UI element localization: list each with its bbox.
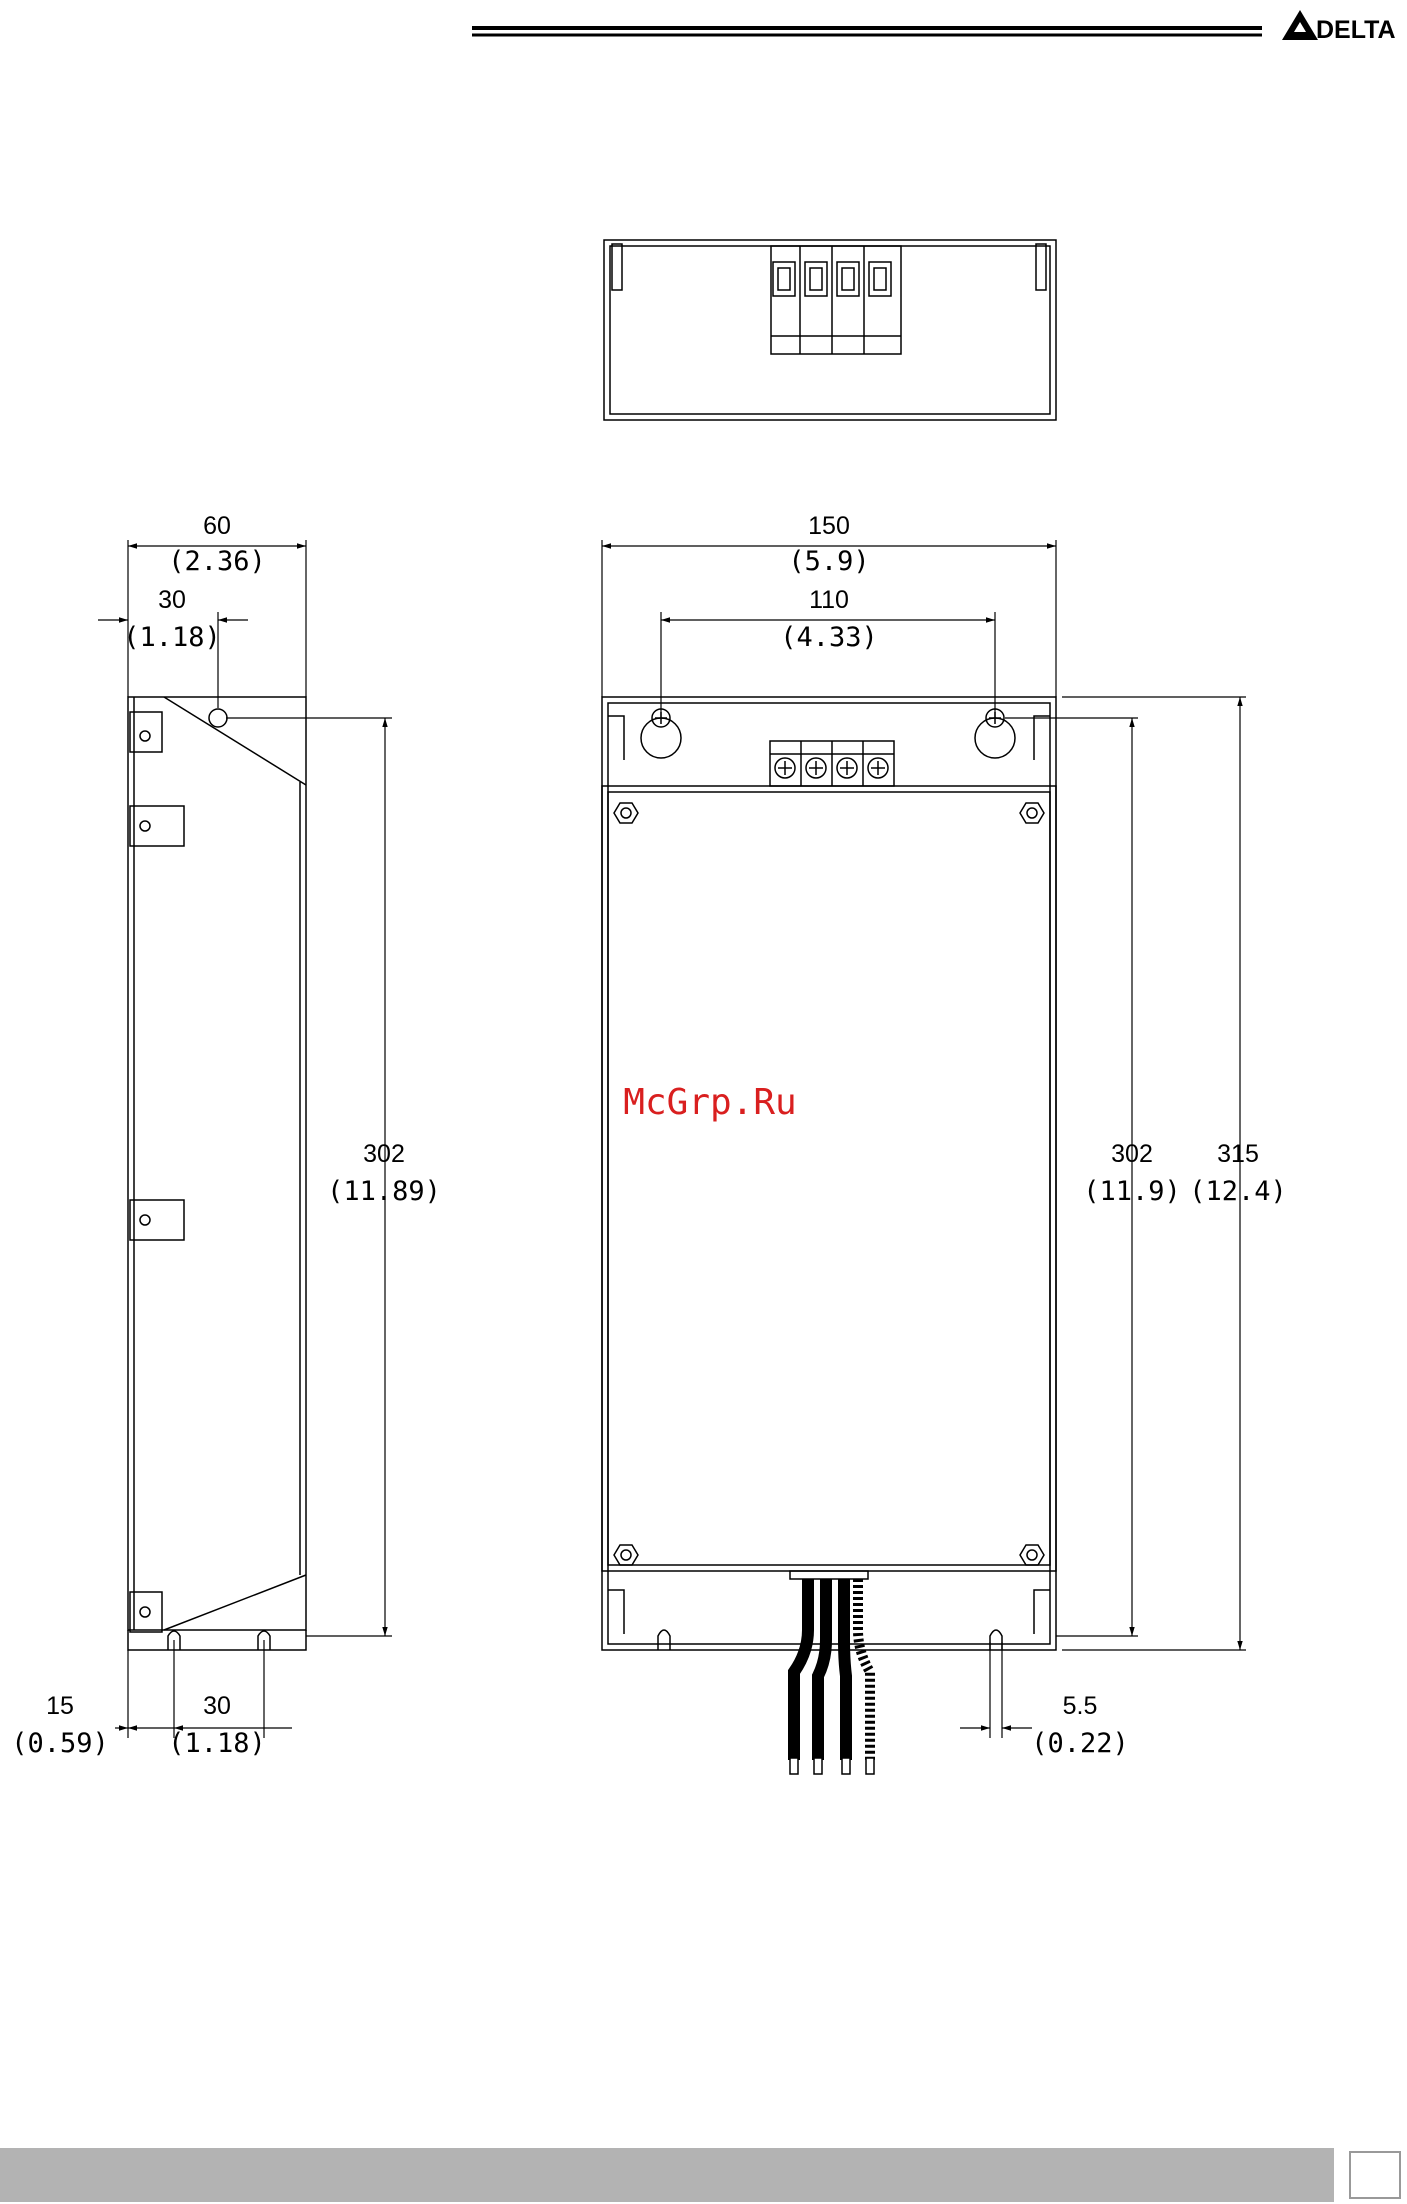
logo-text: DELTA — [1316, 16, 1396, 44]
header-rule — [472, 28, 1262, 35]
dimension-labels: 60 (2.36) 30 (1.18) 302 (11.89) 15 (0.59… — [11, 512, 1287, 1759]
side-hole-offset-mm: 30 — [158, 586, 186, 614]
front-view — [602, 697, 1056, 1774]
front-slot-width-in: (0.22) — [1031, 1728, 1129, 1759]
front-total-height-mm: 315 — [1217, 1140, 1259, 1168]
top-view — [604, 240, 1056, 420]
side-view — [128, 697, 306, 1650]
terminal-block-front — [770, 741, 894, 786]
side-bottom-offset-mm: 15 — [46, 1692, 74, 1720]
front-hole-height-in: (11.9) — [1083, 1176, 1181, 1207]
side-bottom-spacing-in: (1.18) — [168, 1728, 266, 1759]
front-width-in: (5.9) — [788, 546, 869, 577]
side-bottom-offset-in: (0.59) — [11, 1728, 109, 1759]
terminal-block-top — [771, 246, 901, 354]
dimension-lines — [98, 540, 1246, 1738]
page-number — [1350, 2152, 1400, 2198]
footer-bar — [0, 2148, 1334, 2202]
front-hole-height-mm: 302 — [1111, 1140, 1153, 1168]
side-hole-offset-in: (1.18) — [123, 622, 221, 653]
side-width-in: (2.36) — [168, 546, 266, 577]
side-width-mm: 60 — [203, 512, 231, 540]
front-total-height-in: (12.4) — [1189, 1176, 1287, 1207]
side-height-mm: 302 — [363, 1140, 405, 1168]
lead-wires — [790, 1571, 874, 1774]
front-hole-spacing-mm: 110 — [809, 586, 849, 614]
watermark: McGrp.Ru — [623, 1082, 796, 1123]
front-hole-spacing-in: (4.33) — [780, 622, 878, 653]
side-height-in: (11.89) — [327, 1176, 441, 1207]
mounting-nut — [614, 803, 1044, 1565]
front-width-mm: 150 — [808, 512, 850, 540]
front-slot-width-mm: 5.5 — [1063, 1692, 1098, 1720]
side-bottom-spacing-mm: 30 — [203, 1692, 231, 1720]
delta-logo: DELTA — [1282, 10, 1396, 44]
